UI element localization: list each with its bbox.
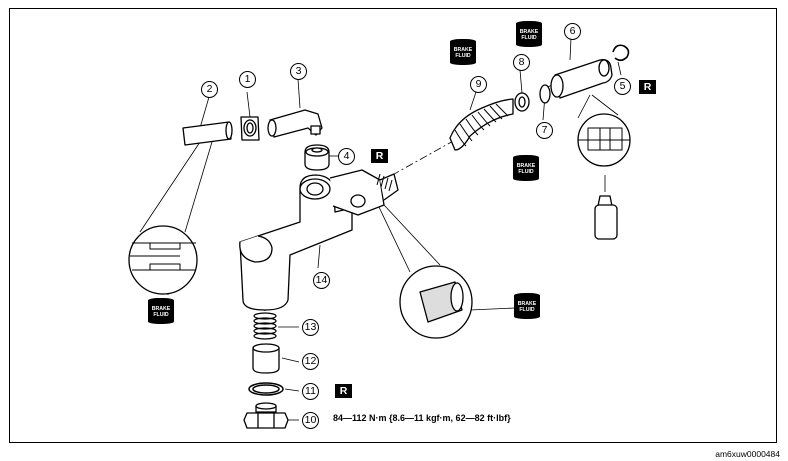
callout-5: 5: [614, 78, 631, 95]
leader-8: [519, 69, 523, 94]
replace-mark-11: R: [335, 384, 352, 398]
callout-1: 1: [239, 71, 256, 88]
callout-4: 4: [338, 148, 355, 165]
detail-circle-pipe: [128, 225, 198, 295]
clip-part: [612, 44, 630, 62]
callout-14: 14: [313, 272, 330, 289]
dust-boot-part: [449, 98, 514, 151]
drawing-code: am6xuw0000484: [715, 449, 780, 459]
detail-circle-cylinder: [399, 265, 473, 339]
replace-mark-4: R: [371, 149, 388, 163]
callout-6: 6: [564, 23, 581, 40]
piston-part: [550, 59, 613, 99]
callout-3: 3: [290, 63, 307, 80]
piston-seal-part: [539, 84, 551, 104]
torque-specification: 84—112 N·m {8.6—11 kgf·m, 62—82 ft·lbf}: [333, 413, 511, 423]
master-cylinder-body-part: [239, 169, 399, 311]
leader-9: [469, 91, 477, 111]
leader-3: [297, 78, 301, 109]
plug-bolt-part: [243, 402, 289, 429]
elbow-fitting-part: [267, 109, 323, 138]
diagram-frame: [9, 8, 777, 443]
leader-1: [246, 91, 251, 118]
leader-14: [317, 244, 321, 269]
callout-13: 13: [302, 319, 319, 336]
connector-nut-part: [240, 116, 260, 141]
leader-12: [281, 357, 300, 363]
leader-6: [569, 37, 572, 61]
leader-11: [284, 388, 300, 392]
pipe-part: [182, 121, 233, 146]
callout-7: 7: [536, 122, 553, 139]
replace-mark-5: R: [639, 80, 656, 94]
sleeve-part: [252, 343, 280, 374]
leader-5: [617, 61, 622, 76]
callout-10: 10: [302, 412, 319, 429]
callout-2: 2: [201, 81, 218, 98]
callout-11: 11: [302, 383, 319, 400]
fluid-bottle-part: [594, 195, 618, 240]
detail-circle-piston: [577, 113, 631, 167]
grommet-part: [304, 144, 330, 171]
washer-part: [248, 382, 284, 396]
callout-12: 12: [302, 353, 319, 370]
spring-part: [253, 312, 277, 340]
callout-8: 8: [513, 54, 530, 71]
leader-2: [199, 96, 210, 129]
callout-9: 9: [470, 76, 487, 93]
retainer-ring-part: [514, 92, 530, 112]
